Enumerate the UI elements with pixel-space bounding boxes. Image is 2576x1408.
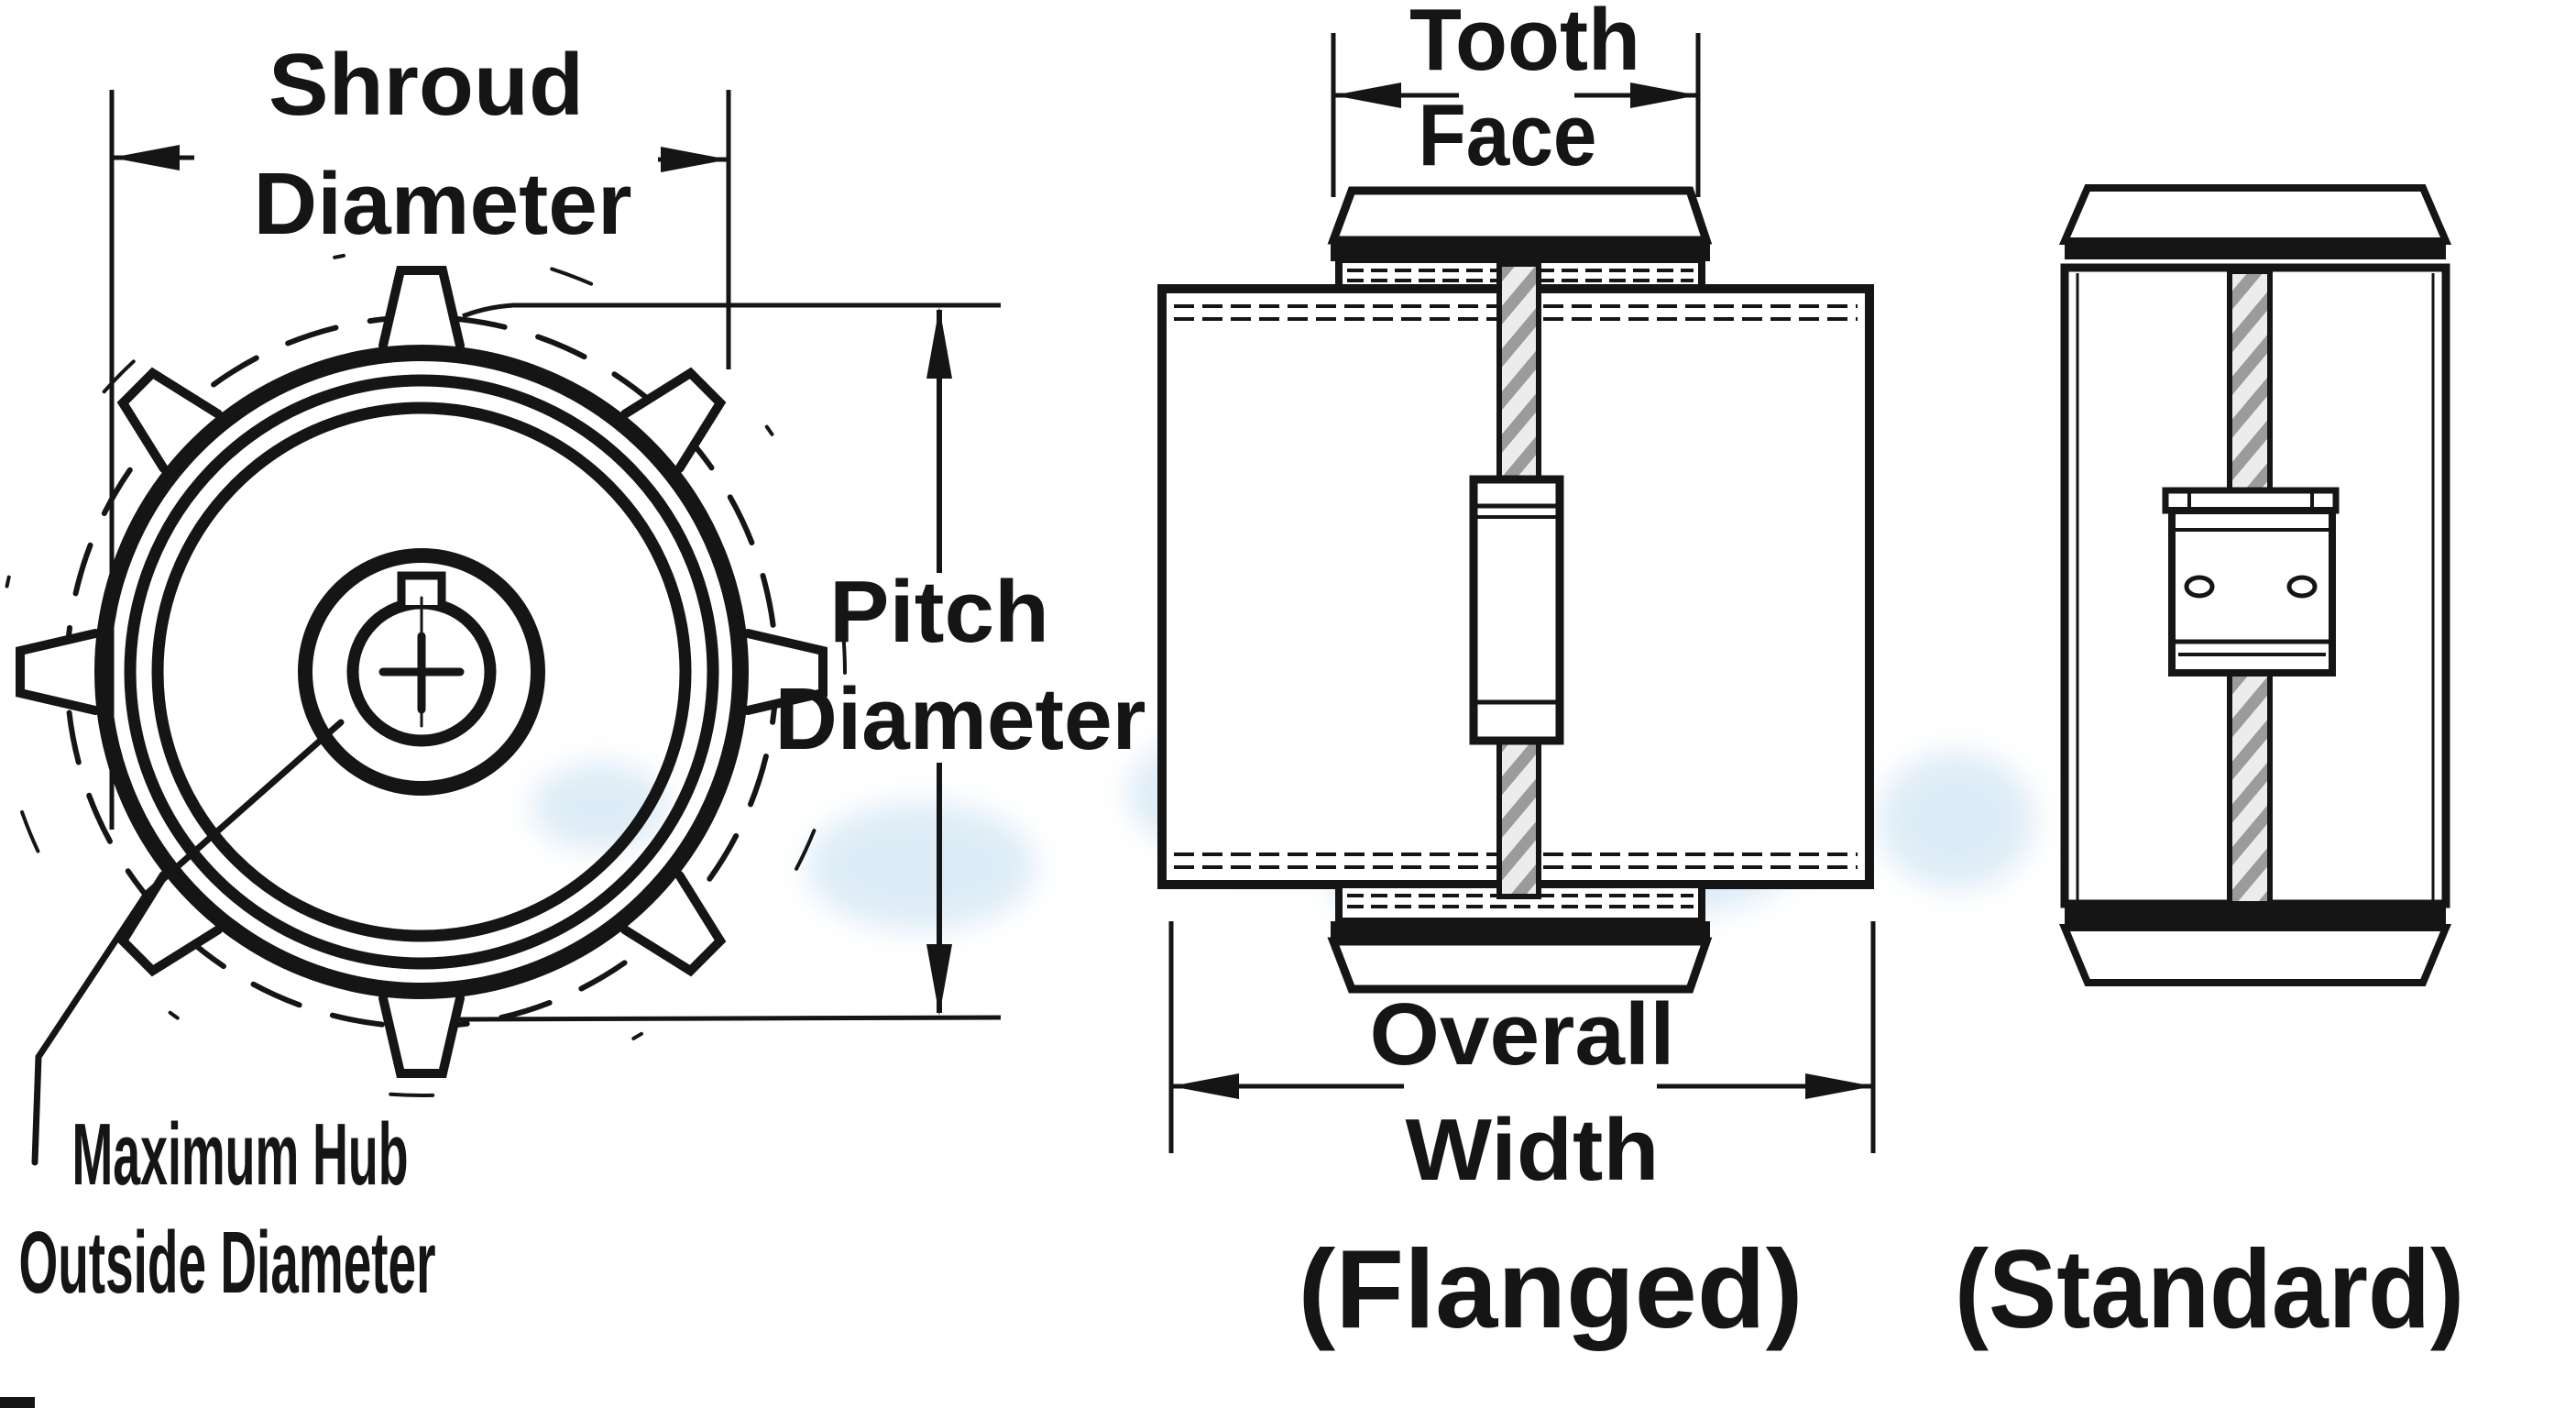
standard-shaft-bore-top	[2227, 269, 2273, 493]
shroud-ring-3	[151, 402, 692, 942]
overall-width-label-line1: Overall	[1370, 985, 1675, 1084]
standard-bottom-cap	[2059, 924, 2451, 986]
flanged-view	[1157, 186, 1874, 994]
pitch-diameter-label-line2: Diameter	[775, 670, 1146, 768]
shroud-outer-ring	[94, 345, 749, 999]
center-crosshair	[378, 596, 465, 728]
scan-edge-artifact	[0, 1397, 35, 1408]
standard-top-band	[2065, 241, 2446, 259]
sprocket-teeth	[16, 266, 828, 1078]
flanged-top-tooth-cap	[1327, 186, 1713, 245]
pitch-extension-line-top	[462, 302, 1001, 319]
tooth-face-label-line2: Face	[1419, 86, 1597, 184]
shroud-diameter-label-line1: Shroud	[269, 36, 584, 134]
shroud-diameter-label-line2: Diameter	[254, 155, 632, 253]
front-view	[0, 247, 847, 1097]
tooth-face-label-line1: Tooth	[1409, 0, 1640, 89]
standard-view	[2058, 184, 2452, 986]
shroud-diameter-dimension: Shroud Diameter	[109, 36, 731, 830]
flanged-caption: (Flanged)	[1299, 1226, 1803, 1351]
set-screw-hole-icon	[2184, 575, 2215, 599]
flanged-bottom-tooth-band	[1331, 921, 1710, 941]
max-hub-label-line1: Maximum Hub	[72, 1106, 409, 1204]
pitch-diameter-label-line1: Pitch	[829, 563, 1049, 661]
standard-hub-body	[2168, 507, 2336, 676]
hub-outer-circle	[298, 548, 545, 796]
arrow-right-icon	[661, 147, 729, 172]
arrow-right-icon	[1805, 1073, 1873, 1099]
arrow-left-icon	[112, 145, 180, 170]
overall-width-dimension: Overall Width	[1168, 921, 1876, 1199]
set-screw-hole-icon	[2286, 575, 2318, 599]
standard-hub	[2162, 487, 2340, 676]
arrow-up-icon	[926, 307, 952, 379]
hub-leader-line	[31, 719, 345, 1166]
pitch-extension-line-bottom	[457, 1015, 1002, 1022]
tooth-face-dimension: Tooth Face	[1331, 0, 1701, 197]
standard-bottom-band	[2065, 904, 2446, 928]
outer-dash-arcs	[0, 247, 847, 1097]
standard-caption: (Standard)	[1955, 1226, 2464, 1351]
max-hub-label-line2: Outside Diameter	[19, 1214, 436, 1312]
arrow-right-icon	[1630, 82, 1698, 108]
arrow-down-icon	[926, 944, 952, 1016]
overall-width-label-line2: Width	[1406, 1101, 1660, 1199]
max-hub-label-group: Maximum Hub Outside Diameter	[19, 719, 436, 1312]
arrow-left-icon	[1333, 82, 1401, 108]
shroud-ring-2	[124, 374, 719, 970]
arrow-left-icon	[1171, 1073, 1239, 1099]
pitch-diameter-dimension: Pitch Diameter	[457, 302, 1146, 1022]
standard-shaft-bore-bottom	[2227, 670, 2273, 907]
standard-top-cap	[2058, 184, 2452, 245]
flanged-bottom-tooth-cap	[1327, 937, 1713, 994]
flanged-hub-collar	[1469, 475, 1564, 745]
